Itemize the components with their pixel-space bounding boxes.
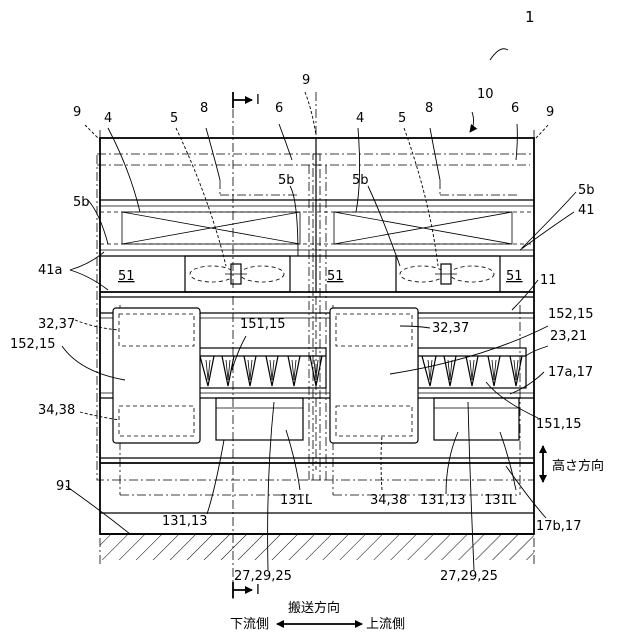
product-block-left (113, 308, 200, 443)
label-152-15-left: 152,15 (10, 337, 56, 352)
label-17a-17: 17a,17 (548, 365, 593, 380)
label-23-21: 23,21 (550, 329, 587, 344)
label-11: 11 (540, 273, 557, 288)
section-line (233, 92, 252, 600)
floor-91 (100, 534, 534, 560)
label-32-37-left: 32,37 (38, 317, 75, 332)
label-51-3: 51 (506, 269, 523, 284)
label-131L-right: 131L (484, 493, 517, 508)
label-17b-17: 17b,17 (536, 519, 581, 534)
fan-unit-left (185, 256, 290, 292)
label-151-15-right: 151,15 (536, 417, 582, 432)
product-block-right (330, 308, 418, 443)
fan-unit-right (396, 256, 500, 292)
label-10: 10 (477, 87, 494, 102)
label-4-right: 4 (356, 111, 364, 126)
label-height-direction: 高さ方向 (552, 458, 604, 474)
support-box-left (216, 398, 303, 440)
support-box-right (434, 398, 519, 440)
label-41: 41 (578, 203, 595, 218)
label-6-left: 6 (275, 101, 283, 116)
label-1: 1 (525, 8, 535, 26)
label-9-right: 9 (546, 105, 554, 120)
label-32-37-right: 32,37 (432, 321, 469, 336)
label-5-right: 5 (398, 111, 406, 126)
label-upstream: 上流側 (366, 617, 405, 632)
label-27-29-25-left: 27,29,25 (234, 569, 292, 584)
label-6-right: 6 (511, 101, 519, 116)
label-5b-1: 5b (278, 173, 295, 188)
label-4-left: 4 (104, 111, 112, 126)
label-131-13-right: 131,13 (420, 493, 466, 508)
label-9-left: 9 (73, 105, 81, 120)
label-8-left: 8 (200, 101, 208, 116)
label-41a: 41a (38, 263, 63, 278)
filter-band (100, 180, 534, 256)
label-91: 91 (56, 479, 73, 494)
label-34-38-left: 34,38 (38, 403, 75, 418)
label-51-2: 51 (327, 269, 344, 284)
label-conveyance-direction: 搬送方向 (288, 600, 340, 616)
label-131-13-left: 131,13 (162, 514, 208, 529)
heat-sink-left (196, 348, 326, 388)
label-34-38-right: 34,38 (370, 493, 407, 508)
section-label-top: I (256, 93, 260, 108)
label-152-15-right: 152,15 (548, 307, 594, 322)
label-5b-3: 5b (578, 183, 595, 198)
heat-sink-right (418, 348, 526, 388)
label-5-left: 5 (170, 111, 178, 126)
section-label-bottom: I (256, 583, 260, 598)
label-151-15-top: 151,15 (240, 317, 286, 332)
label-27-29-25-right: 27,29,25 (440, 569, 498, 584)
label-8-right: 8 (425, 101, 433, 116)
label-5b-4: 5b (73, 195, 90, 210)
label-51-1: 51 (118, 269, 135, 284)
label-5b-2: 5b (352, 173, 369, 188)
label-downstream: 下流側 (230, 617, 269, 632)
label-131L-left: 131L (280, 493, 313, 508)
label-9-center: 9 (302, 73, 310, 88)
